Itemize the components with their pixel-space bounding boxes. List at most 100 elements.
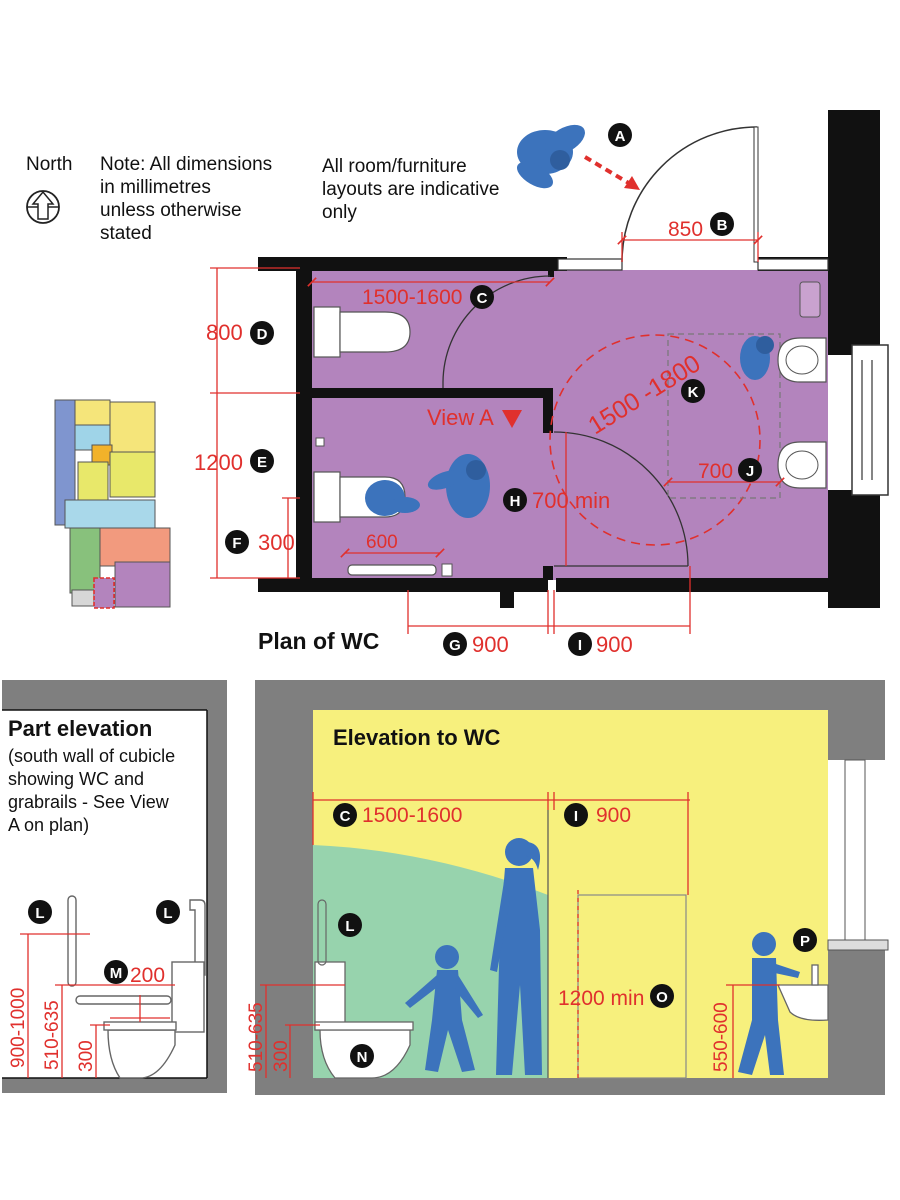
indicative-note: All room/furniture layouts are indicativ… — [322, 155, 499, 224]
badge-l-1: L — [28, 900, 52, 924]
badge-g: G — [443, 632, 467, 656]
dim-j-label: 700 — [698, 460, 733, 483]
badge-c-elev: C — [333, 803, 357, 827]
dim-g-label: 900 — [472, 632, 509, 657]
badge-d: D — [250, 321, 274, 345]
person-entering-icon — [516, 124, 585, 189]
wc-elevation-title: Elevation to WC — [333, 725, 501, 750]
badge-l-2: L — [156, 900, 180, 924]
dimensions-note-line-4: stated — [100, 223, 152, 244]
plan-title: Plan of WC — [258, 628, 380, 654]
svg-text:I: I — [574, 808, 578, 825]
dim-h-label: 700 min — [532, 488, 610, 513]
dimensions-note: Note: All dimensions in millimetres unle… — [100, 153, 272, 245]
svg-text:L: L — [345, 918, 354, 935]
badge-f: F — [225, 530, 249, 554]
dimensions-note-line-1: Note: All dimensions — [100, 154, 273, 175]
pe-dim-300: 300 — [76, 1040, 97, 1072]
svg-text:I: I — [578, 637, 582, 654]
badge-a: A — [608, 123, 632, 147]
dim-f-label: 300 — [258, 530, 295, 555]
wc-side-icon — [103, 961, 205, 1079]
dim-b-label: 850 — [668, 218, 703, 241]
badge-b: B — [710, 212, 734, 236]
we-dim-basin: 550-600 — [711, 1002, 732, 1072]
indicative-note-line-2: layouts are indicative — [322, 179, 500, 200]
svg-text:L: L — [35, 905, 44, 922]
turning-circle — [549, 334, 761, 546]
indicative-note-line-3: only — [322, 202, 357, 223]
basin-upper-icon — [777, 337, 827, 383]
dimensions-note-line-2: in millimetres — [100, 177, 211, 198]
part-elevation-title: Part elevation — [8, 716, 153, 741]
we-dim-300: 300 — [271, 1040, 292, 1072]
badge-i-elev: I — [564, 803, 588, 827]
badge-o: O — [650, 984, 674, 1008]
svg-text:H: H — [510, 493, 521, 510]
svg-text:F: F — [232, 535, 241, 552]
badge-h: H — [503, 488, 527, 512]
wc-pan-upper-icon — [313, 306, 411, 358]
location-key-plan — [54, 399, 171, 609]
svg-text:B: B — [717, 217, 728, 234]
north-label: North — [26, 154, 73, 175]
dim-d-label: 800 — [206, 320, 243, 345]
view-a-marker — [502, 410, 522, 428]
badge-j: J — [738, 458, 762, 482]
svg-text:G: G — [449, 637, 461, 654]
person-seated-icon — [365, 480, 420, 516]
view-a-label: View A — [427, 405, 494, 430]
we-dim-510-635: 510-635 — [246, 1002, 267, 1072]
person-washing-icon — [740, 336, 774, 380]
dim-600-label: 600 — [366, 532, 398, 553]
svg-text:N: N — [357, 1049, 368, 1066]
svg-text:C: C — [340, 808, 351, 825]
part-elevation-subtitle: (south wall of cubicle showing WC and gr… — [8, 745, 175, 837]
badge-e: E — [250, 449, 274, 473]
badge-i: I — [568, 632, 592, 656]
svg-text:J: J — [746, 463, 754, 480]
svg-text:C: C — [477, 290, 488, 307]
dim-e-label: 1200 — [194, 450, 243, 475]
part-elevation-subtitle-line-3: grabrails - See View — [8, 792, 169, 812]
indicative-note-line-1: All room/furniture — [322, 156, 467, 177]
badge-c: C — [470, 285, 494, 309]
svg-text:A: A — [615, 128, 626, 145]
north-arrow-icon — [26, 190, 60, 224]
we-dim-o-label: 1200 min — [558, 987, 644, 1010]
person-assisting-icon — [427, 454, 490, 518]
dimensions-note-line-3: unless otherwise — [100, 200, 242, 221]
badge-k: K — [681, 379, 705, 403]
svg-text:D: D — [257, 326, 268, 343]
svg-text:K: K — [688, 384, 699, 401]
pe-dim-510-635: 510-635 — [42, 1000, 63, 1070]
part-elevation-subtitle-line-2: showing WC and — [8, 769, 145, 789]
svg-text:M: M — [110, 965, 123, 982]
pe-dim-900-1000: 900-1000 — [8, 988, 29, 1068]
part-elevation-subtitle-line-4: A on plan) — [8, 815, 90, 835]
basin-elevation-icon — [776, 964, 829, 1021]
dim-i-label: 900 — [596, 632, 633, 657]
child-walking-icon — [405, 945, 483, 1072]
wc-elevation-drawing: 1500-1600 900 1200 min 510-635 300 550-6… — [246, 680, 889, 1095]
svg-text:P: P — [800, 933, 810, 950]
adult-standing-icon — [490, 838, 542, 1075]
part-elevation-drawing: 900-1000 510-635 300 200 — [2, 680, 227, 1093]
svg-text:E: E — [257, 454, 267, 471]
we-dim-c-label: 1500-1600 — [362, 804, 462, 827]
we-dim-i-label: 900 — [596, 804, 631, 827]
svg-text:O: O — [656, 989, 668, 1006]
badge-p: P — [793, 928, 817, 952]
badge-m: M — [104, 960, 128, 984]
basin-lower-icon — [777, 441, 827, 489]
part-elevation-subtitle-line-1: (south wall of cubicle — [8, 746, 176, 766]
svg-text:L: L — [163, 905, 172, 922]
plan-drawing: 850 1500-1600 800 1200 300 600 900 700 m… — [194, 110, 889, 657]
pe-dim-200: 200 — [130, 964, 165, 987]
door-swing-elevation — [313, 845, 548, 1078]
badge-l-3: L — [338, 913, 362, 937]
child-at-basin-icon — [738, 932, 800, 1075]
dim-c-label: 1500-1600 — [362, 286, 462, 309]
badge-n: N — [350, 1044, 374, 1068]
